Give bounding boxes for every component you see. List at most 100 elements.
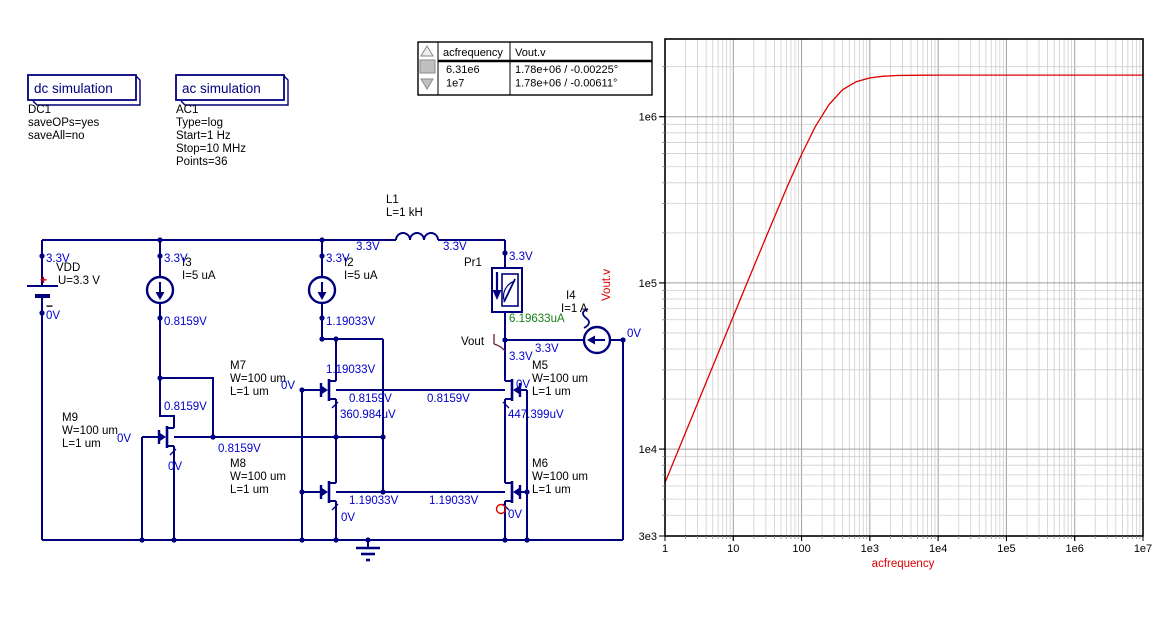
mosfet-m9[interactable]: M9 W=100 um L=1 um xyxy=(62,412,178,457)
node-voltage-label: 0.8159V xyxy=(427,393,470,405)
m7-l: L=1 um xyxy=(230,386,269,398)
i2-name: I2 xyxy=(344,257,354,269)
current-source-i4[interactable]: I4 I=1 A xyxy=(561,290,612,355)
wire-i3-column[interactable] xyxy=(159,240,175,422)
m5-w: W=100 um xyxy=(532,373,588,385)
dc-sim-prop2: saveAll=no xyxy=(28,130,85,142)
node-voltage-label: 3.3V xyxy=(535,343,559,355)
current-probe-pr1[interactable]: Pr1 xyxy=(464,257,523,313)
wire-m9-gate[interactable] xyxy=(141,436,159,540)
mosfet-m6[interactable]: M6 W=100 um L=1 um xyxy=(501,458,588,512)
i4-name: I4 xyxy=(566,290,576,302)
ac-sim-box-shadow xyxy=(180,75,289,106)
m8-l: L=1 um xyxy=(230,484,269,496)
dc-sim-name: DC1 xyxy=(28,104,51,116)
ac-simulation-block[interactable]: ac simulation AC1 Type=log Start=1 Hz St… xyxy=(175,74,289,168)
i2-value: I=5 uA xyxy=(344,270,378,282)
dc-sim-box-shadow xyxy=(32,75,141,106)
vout-label-text: Vout xyxy=(461,336,485,348)
x-tick-label: 1e6 xyxy=(1066,543,1084,555)
vdd-battery[interactable]: + − VDD U=3.3 V xyxy=(27,262,100,313)
y-tick-label: 3e3 xyxy=(639,531,657,543)
y-tick-label: 1e5 xyxy=(639,278,657,290)
node-voltage-label: 1.19033V xyxy=(326,364,376,376)
m7-w: W=100 um xyxy=(230,373,286,385)
m9-l: L=1 um xyxy=(62,438,101,450)
current-source-icon xyxy=(582,325,612,355)
node-voltage-label: 0V xyxy=(341,512,355,524)
scroll-down-icon[interactable] xyxy=(420,78,434,90)
node-voltage-label: 0.8159V xyxy=(218,443,261,455)
ground-symbol[interactable] xyxy=(356,540,380,562)
i3-name: I3 xyxy=(182,257,192,269)
node-voltage-label: 3.3V xyxy=(164,253,188,265)
node-voltage-label: 0V xyxy=(281,380,295,392)
wire-left-gate-rail[interactable] xyxy=(301,389,321,540)
dc-simulation-block[interactable]: dc simulation DC1 saveOPs=yes saveAll=no xyxy=(27,74,141,142)
l1-name: L1 xyxy=(386,194,399,206)
current-source-i2[interactable]: I2 I=5 uA xyxy=(307,257,378,305)
node-voltage-label: 3.3V xyxy=(509,251,533,263)
m5-name: M5 xyxy=(532,360,548,372)
node-voltage-label: 1.19033V xyxy=(349,495,399,507)
nmos-icon xyxy=(501,475,522,512)
dc-sim-box[interactable] xyxy=(27,74,137,101)
node-voltage-label: 3.3V xyxy=(46,253,70,265)
plot-frame[interactable] xyxy=(664,38,1144,537)
m8-w: W=100 um xyxy=(230,471,286,483)
m6-name: M6 xyxy=(532,458,548,470)
current-source-icon xyxy=(307,275,337,305)
ac-squiggle-icon xyxy=(582,308,590,329)
table-cell-frequency: 6.31e6 xyxy=(446,64,480,76)
plot-curve xyxy=(664,74,1143,483)
battery-plus-sign: + xyxy=(40,273,47,287)
wire-i3-loop[interactable] xyxy=(160,377,214,437)
wire-i4-branch[interactable] xyxy=(505,339,624,540)
inductor-l1[interactable]: L1 L=1 kH xyxy=(386,194,439,241)
table-cell-frequency: 1e7 xyxy=(446,78,464,90)
l1-value: L=1 kH xyxy=(386,207,423,219)
m9-w: W=100 um xyxy=(62,425,118,437)
x-tick-label: 100 xyxy=(792,543,810,555)
ac-sim-prop1: Type=log xyxy=(176,117,223,129)
scroll-thumb[interactable] xyxy=(419,59,436,74)
node-voltage-label: 0V xyxy=(46,310,60,322)
m6-l: L=1 um xyxy=(532,484,571,496)
plot-grid xyxy=(665,39,1143,536)
x-tick-label: 1e4 xyxy=(929,543,947,555)
dc-sim-title: dc simulation xyxy=(34,81,113,96)
node-voltage-label: 0V xyxy=(508,509,522,521)
m6-w: W=100 um xyxy=(532,471,588,483)
mosfet-m8[interactable]: M8 W=100 um L=1 um xyxy=(230,458,340,512)
mosfet-m5[interactable]: M5 W=100 um L=1 um xyxy=(501,360,588,410)
ac-sim-box[interactable] xyxy=(175,74,285,101)
probe-arrow-icon xyxy=(492,290,502,300)
nmos-icon xyxy=(319,475,340,512)
current-source-i3[interactable]: I3 I=5 uA xyxy=(145,257,216,305)
junction-dots xyxy=(39,237,626,543)
ac-sim-prop4: Points=36 xyxy=(176,156,227,168)
ac-sim-prop2: Start=1 Hz xyxy=(176,130,231,142)
node-voltage-label: 3.3V xyxy=(356,241,380,253)
table-col-frequency: acfrequency xyxy=(443,47,503,59)
m5-l: L=1 um xyxy=(532,386,571,398)
inductor-coil-icon xyxy=(395,232,439,241)
x-tick-label: 1e7 xyxy=(1134,543,1152,555)
vdd-value: U=3.3 V xyxy=(58,275,100,287)
scroll-up-icon[interactable] xyxy=(420,45,434,57)
nmos-icon xyxy=(157,420,178,457)
battery-minus-sign: − xyxy=(46,299,53,313)
table-cell-vout: 1.78e+06 / -0.00611° xyxy=(515,78,617,90)
vout-wire-label[interactable]: Vout xyxy=(461,334,506,352)
node-voltage-label: 447.399uV xyxy=(508,409,564,421)
meter-needle-icon xyxy=(503,278,516,303)
vout-curve xyxy=(664,74,1143,483)
mosfet-m7[interactable]: M7 W=100 um L=1 um xyxy=(230,360,340,410)
